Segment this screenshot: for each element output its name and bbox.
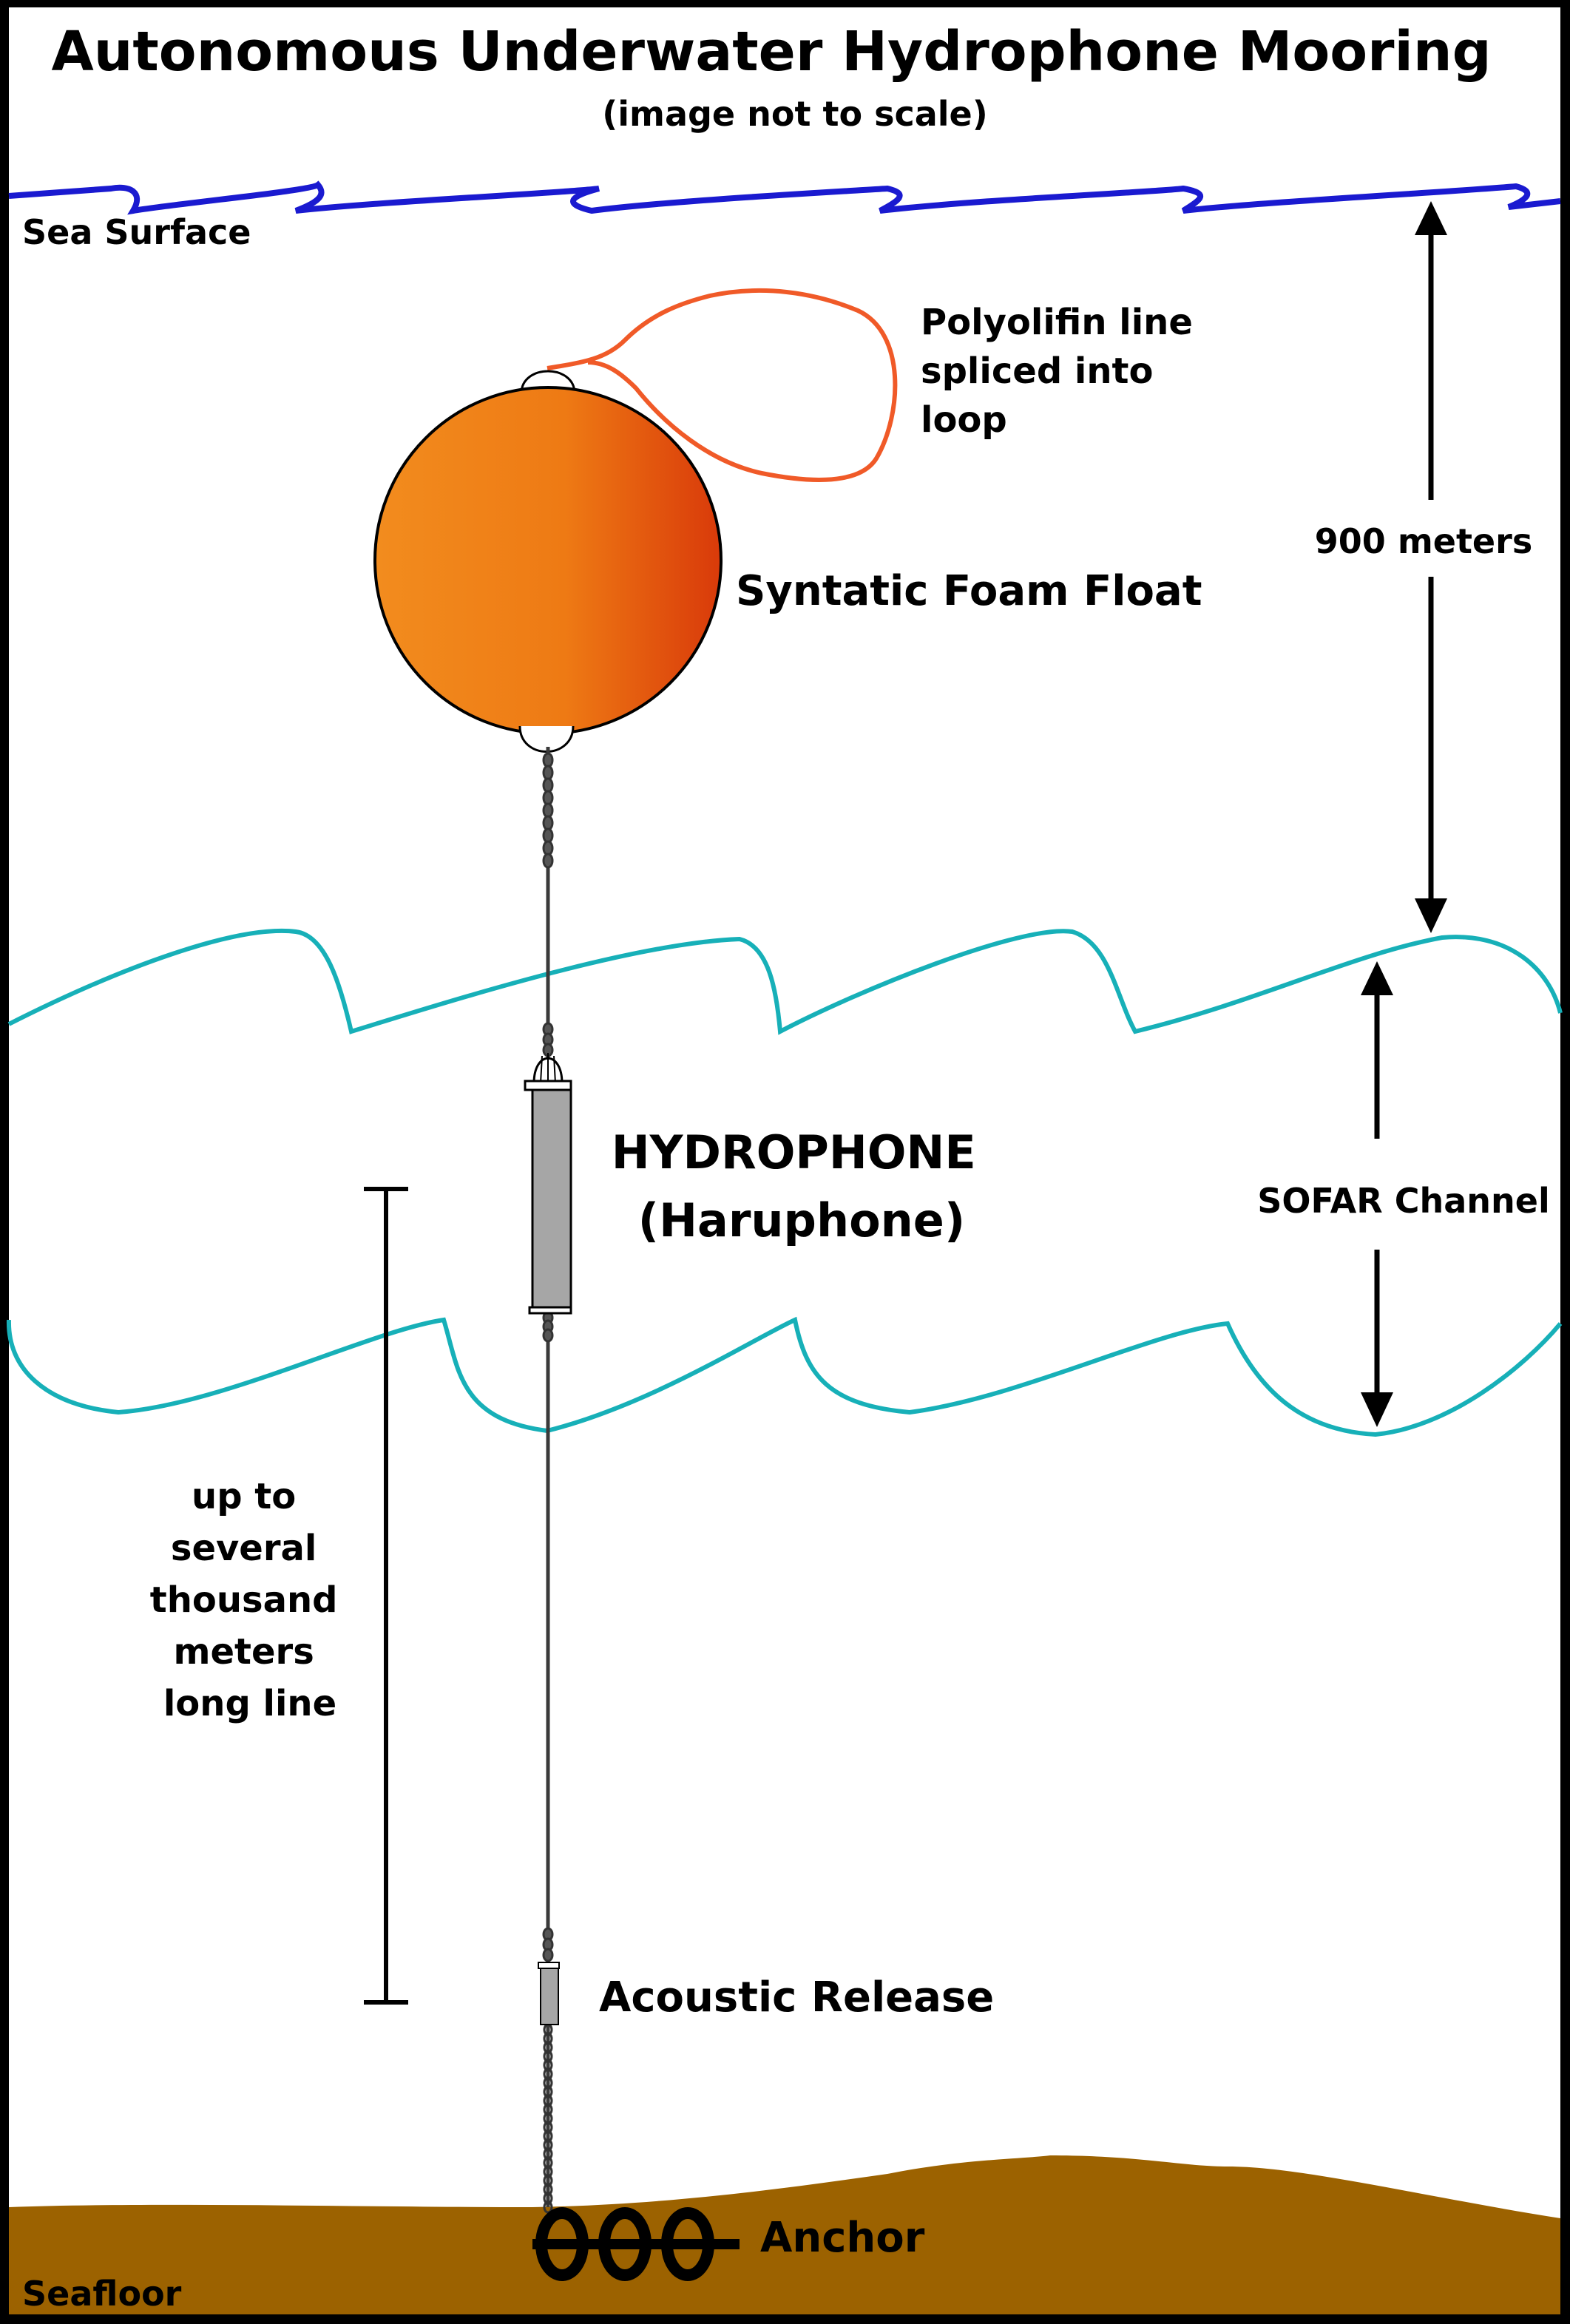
chain-link	[543, 2147, 553, 2161]
chain-link	[543, 2130, 553, 2143]
acoustic-release-body	[540, 1968, 559, 2025]
chain-link	[542, 1948, 554, 1962]
chain-link	[543, 2201, 553, 2214]
diagram-panel	[9, 7, 1560, 2314]
chain-link	[542, 840, 554, 856]
chain-link	[542, 765, 554, 781]
line-length-label: up to several thousand meters long line	[150, 1476, 350, 1724]
sofar-bottom-boundary	[6, 1316, 1563, 1437]
acoustic-release-label: Acoustic Release	[599, 1974, 994, 2022]
chain-link	[542, 802, 554, 819]
line-length-bracket	[364, 1187, 408, 2005]
line-length-label-line1: up to	[192, 1476, 296, 1517]
chain-above-release	[542, 1927, 554, 1962]
sofar-arrow	[1361, 961, 1393, 1427]
chain-link	[543, 2076, 553, 2090]
chain-to-anchor	[543, 2023, 553, 2214]
hydrophone-top-cap	[524, 1080, 572, 1091]
anchor-label: Anchor	[760, 2214, 925, 2262]
anchor	[532, 2207, 740, 2281]
float-label: Syntatic Foam Float	[736, 567, 1202, 615]
chain-link	[543, 2121, 553, 2134]
chain-above-hydrophone	[542, 1022, 554, 1057]
sofar-top-boundary	[7, 929, 1563, 1035]
hydrophone-label-line2: (Haruphone)	[638, 1193, 965, 1247]
diagram-subtitle: (image not to scale)	[602, 94, 988, 134]
line-length-label-line3: thousand	[150, 1579, 338, 1621]
hydrophone-bottom-cap	[528, 1306, 572, 1315]
chain-link	[543, 2067, 553, 2081]
line-length-label-line2: several	[171, 1528, 317, 1569]
line-length-label-line5: long line	[163, 1683, 336, 1724]
chain-below-hydrophone	[542, 1310, 554, 1343]
acoustic-release-instrument	[538, 1962, 560, 2025]
chain-link	[543, 2085, 553, 2098]
sofar-label: SOFAR Channel	[1257, 1181, 1549, 1221]
polyolifin-line-label: Polyolifin line spliced into loop	[921, 302, 1205, 441]
chain-link	[542, 790, 554, 806]
hydrophone-label: HYDROPHONE (Haruphone)	[612, 1125, 992, 1247]
chain-link	[543, 2094, 553, 2107]
polyolifin-line-label-line1: Polyolifin line	[921, 302, 1193, 343]
hydrophone-instrument	[524, 1053, 572, 1315]
chain-link	[542, 815, 554, 831]
chain-link	[542, 853, 554, 869]
chain-link	[542, 777, 554, 793]
chain-link	[543, 2032, 553, 2045]
chain-link	[543, 2138, 553, 2152]
polyolifin-line-label-line2: spliced into	[921, 350, 1153, 392]
hydrophone-body	[531, 1088, 572, 1310]
syntactic-foam-float	[373, 386, 723, 735]
hydrophone-label-line1: HYDROPHONE	[612, 1125, 976, 1179]
chain-link	[542, 827, 554, 844]
chain-link	[543, 2183, 553, 2196]
chain-link	[542, 752, 554, 768]
depth-arrow	[1415, 201, 1447, 933]
chain-under-float	[542, 752, 554, 869]
seafloor-ground	[9, 2155, 1560, 2314]
chain-link	[543, 2156, 553, 2169]
chain-link	[543, 2112, 553, 2125]
chain-link	[543, 2165, 553, 2178]
polyolifin-line-label-line3: loop	[921, 399, 1007, 441]
chain-link	[543, 2059, 553, 2072]
depth-label: 900 meters	[1315, 521, 1532, 561]
chain-link	[543, 2174, 553, 2187]
sea-surface-line	[8, 180, 1561, 215]
sea-surface-label: Sea Surface	[22, 212, 251, 252]
polyolifin-loop-line	[547, 288, 898, 482]
chain-link	[543, 2192, 553, 2205]
chain-link	[543, 2041, 553, 2054]
line-length-label-line4: meters	[173, 1631, 314, 1673]
seafloor-label: Seafloor	[22, 2274, 182, 2314]
chain-link	[542, 1328, 554, 1343]
chain-link	[543, 2103, 553, 2116]
chain-link	[543, 2050, 553, 2063]
diagram-title: Autonomous Underwater Hydrophone Mooring	[51, 20, 1491, 84]
